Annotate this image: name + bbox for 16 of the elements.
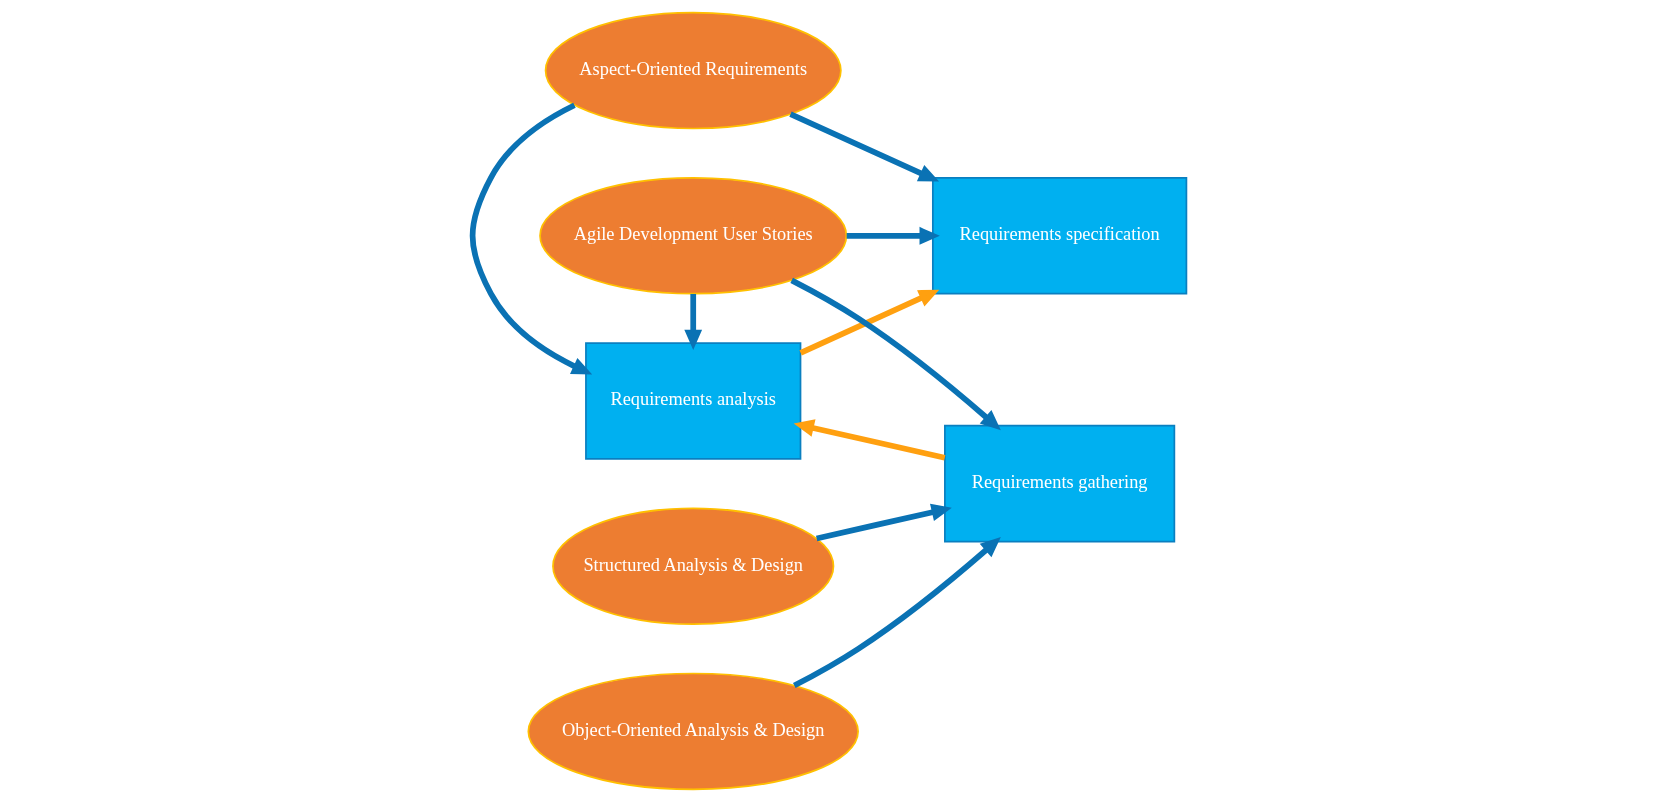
node-ellipse: Object-Oriented Analysis & Design — [527, 672, 859, 791]
arrow — [469, 102, 592, 375]
arrow — [846, 226, 940, 245]
arrow — [798, 289, 939, 356]
node-box: Requirements specification — [931, 176, 1187, 295]
node-ellipse: Structured Analysis & Design — [551, 507, 834, 626]
arrow — [788, 111, 939, 182]
arrow — [815, 503, 952, 542]
arrow — [683, 293, 702, 351]
node-box: Requirements gathering — [943, 424, 1175, 543]
node-ellipse: Agile Development User Stories — [538, 176, 847, 295]
node-ellipse: Aspect-Oriented Requirements — [544, 11, 842, 130]
node-box: Requirements analysis — [584, 342, 801, 460]
arrow — [793, 419, 945, 461]
arrow — [789, 277, 1001, 431]
arrow — [792, 537, 1001, 689]
